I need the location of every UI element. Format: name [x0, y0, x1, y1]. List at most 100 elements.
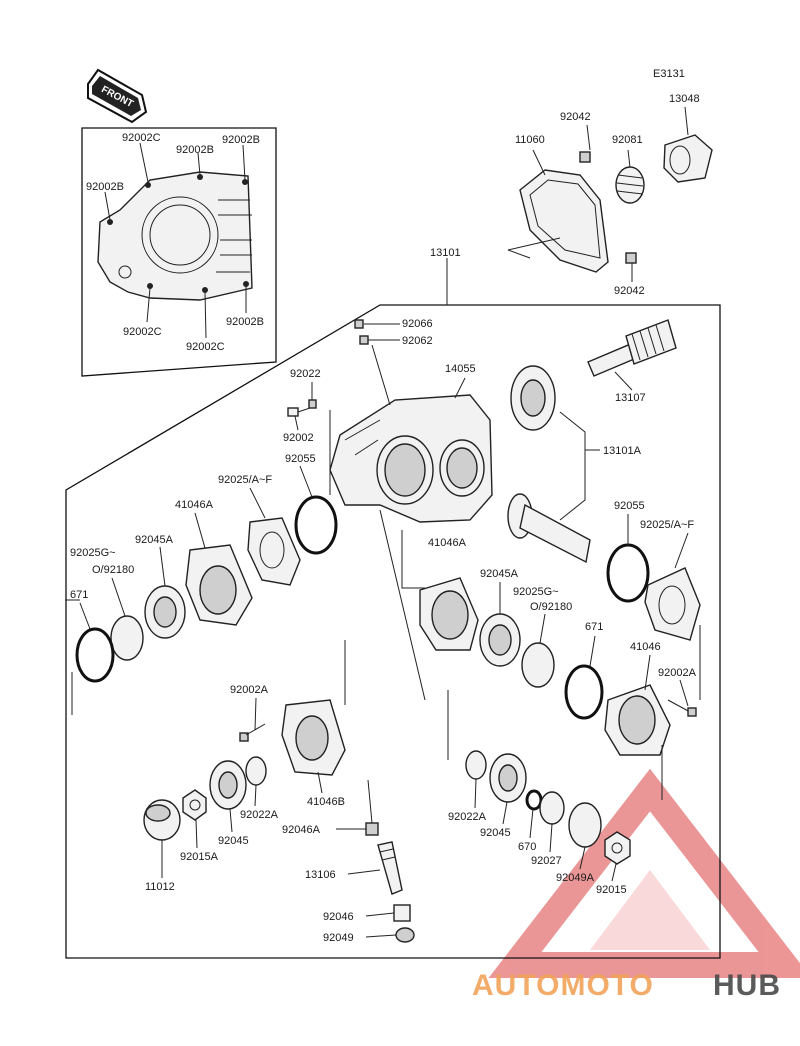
label-670: 670: [518, 841, 536, 853]
label-92015: 92015: [596, 884, 627, 896]
gear-case-14055: [329, 394, 493, 523]
bolt-92002: [287, 399, 317, 417]
label-92049a: 92049A: [556, 872, 595, 884]
label-92022: 92022: [290, 368, 321, 380]
label-92002c: 92002C: [122, 132, 161, 144]
nut-92015a: [182, 789, 207, 821]
spring-92081: [615, 166, 645, 204]
label-92049: 92049: [323, 932, 354, 944]
label-92045a: 92045A: [480, 568, 519, 580]
label-92025g: 92025G~: [513, 586, 559, 598]
bracket-13101a: [559, 411, 600, 521]
cover-gasket-11060: [519, 169, 609, 273]
label-41046a: 41046A: [175, 499, 214, 511]
bushing-92046: [393, 904, 411, 922]
leader-41046a-middle: [401, 530, 425, 589]
label-92025af: 92025/A~F: [218, 474, 272, 486]
label-92046: 92046: [323, 911, 354, 923]
label-41046b: 41046B: [307, 796, 345, 808]
bolt-92002a-left: [239, 723, 266, 742]
pinion-13106: [377, 841, 403, 895]
label-leader-lines: [79, 106, 689, 938]
seal-92049a: [568, 802, 602, 848]
plug-92066: [354, 319, 364, 329]
label-92002b: 92002B: [226, 316, 264, 328]
label-14055: 14055: [445, 363, 476, 375]
label-11060: 11060: [515, 134, 545, 146]
holder-13048: [663, 134, 713, 183]
label-92055: 92055: [285, 453, 316, 465]
watermark-text-automoto: AUTOMOTO: [472, 969, 654, 1002]
shim-92025g-middle: [521, 642, 555, 688]
cover-leader: [507, 237, 561, 259]
label-92002c: 92002C: [186, 341, 225, 353]
watermark-brand: AUTOMOTO HUB: [472, 969, 781, 1002]
washer-92022a-left: [245, 756, 267, 786]
label-92002a: 92002A: [230, 684, 269, 696]
label-92002b: 92002B: [86, 181, 124, 193]
label-671: 671: [70, 589, 88, 601]
bearing-housing-41046a-middle: [419, 577, 479, 651]
ring-gear-13101a: [510, 365, 556, 431]
bearing-92045a-middle: [479, 613, 521, 667]
label-92066: 92066: [402, 318, 433, 330]
bushing-92046a: [365, 822, 379, 836]
label-92015a: 92015A: [180, 851, 219, 863]
bearing-housing-41046a-left: [185, 544, 253, 626]
bearing-housing-41046b: [281, 699, 346, 776]
main-assembly-frame: [65, 304, 721, 959]
label-92002c: 92002C: [123, 326, 162, 338]
alignment-leader-lines: [65, 344, 701, 824]
label-92022a: 92022A: [448, 811, 487, 823]
label-13048: 13048: [669, 93, 700, 105]
label-92002b: 92002B: [222, 134, 260, 146]
o-ring-92055-left: [294, 495, 338, 555]
housing-face-plate: [97, 171, 253, 301]
bolt-92002a-right: [667, 699, 697, 717]
inset-leader-lines: [104, 142, 247, 339]
dowel-pin-92042-top: [579, 151, 591, 163]
cap-11012: [143, 799, 181, 841]
screw-92062: [359, 335, 369, 345]
label-92025af: 92025/A~F: [640, 519, 694, 531]
label-13101: 13101: [430, 247, 461, 259]
label-13101a: 13101A: [603, 445, 642, 457]
label-41046a: 41046A: [428, 537, 467, 549]
washer-92022a-right: [465, 750, 487, 780]
watermark-text-hub: HUB: [713, 969, 781, 1002]
label-92180: O/92180: [92, 564, 134, 576]
shim-92025af-left: [247, 517, 301, 586]
label-92027: 92027: [531, 855, 562, 867]
label-92022a: 92022A: [240, 809, 279, 821]
label-92002: 92002: [283, 432, 314, 444]
dowel-pin-92042-bottom: [625, 252, 637, 264]
bevel-gear-shaft-13101a: [507, 493, 591, 564]
nut-92015: [604, 831, 631, 865]
collar-92027: [539, 791, 565, 825]
o-ring-671-right: [564, 664, 604, 720]
label-13106: 13106: [305, 869, 336, 881]
inset-frame-housing-face: [81, 127, 277, 377]
seal-92049: [395, 927, 415, 943]
label-92025g: 92025G~: [70, 547, 116, 559]
label-92042: 92042: [614, 285, 645, 297]
label-92046a: 92046A: [282, 824, 321, 836]
label-13107: 13107: [615, 392, 646, 404]
watermark-logo-triangle: [488, 768, 800, 978]
bearing-92045-right: [489, 753, 527, 803]
label-671: 671: [585, 621, 603, 633]
o-ring-671-left: [75, 627, 115, 683]
diagram-code: E3131: [653, 68, 685, 80]
label-92081: 92081: [612, 134, 643, 146]
o-ring-92055-right: [606, 543, 650, 603]
bearing-92045-left: [209, 760, 247, 810]
label-41046: 41046: [630, 641, 661, 653]
label-92002a: 92002A: [658, 667, 697, 679]
front-direction-arrow: FRONT: [87, 68, 148, 124]
label-92055: 92055: [614, 500, 645, 512]
label-92045: 92045: [218, 835, 249, 847]
label-92045: 92045: [480, 827, 511, 839]
label-92062: 92062: [402, 335, 433, 347]
bearing-92045a-left: [144, 585, 186, 639]
